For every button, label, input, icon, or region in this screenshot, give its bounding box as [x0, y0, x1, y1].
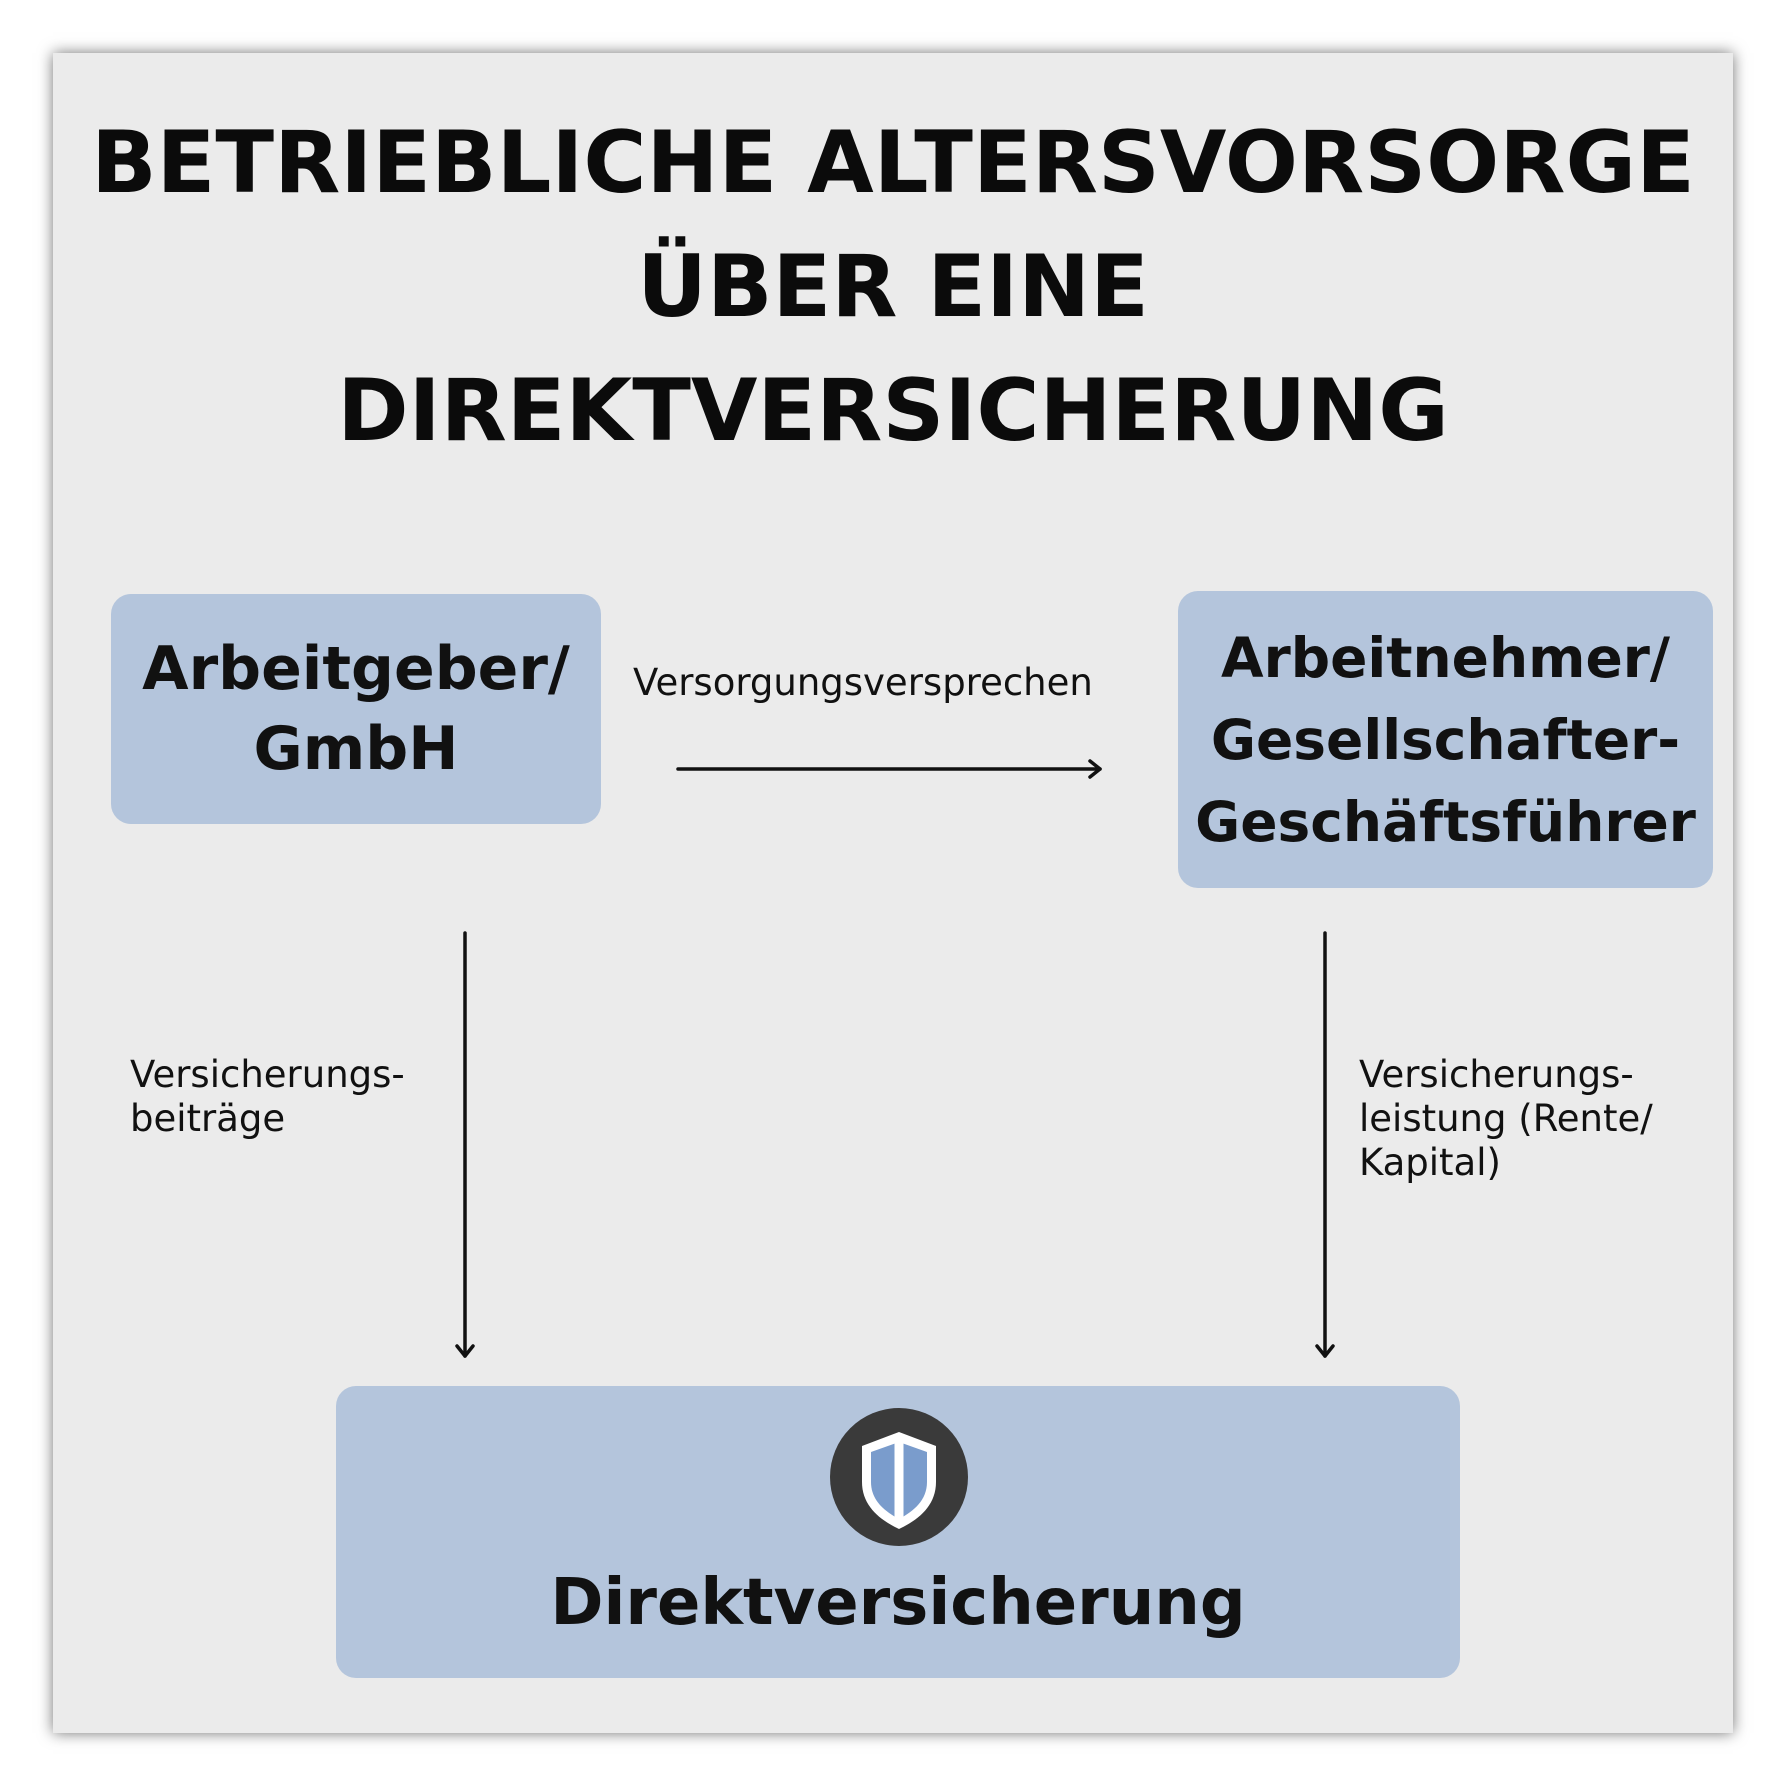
title-line-2: ÜBER EINE	[637, 237, 1149, 337]
employer-label-line-2: GmbH	[253, 714, 459, 784]
benefits-label-line-2: leistung (Rente/	[1359, 1097, 1653, 1140]
contributions-edge-label: Versicherungs- beiträge	[130, 1053, 405, 1141]
employee-label-line-1: Arbeitnehmer/	[1221, 625, 1670, 690]
promise-arrow	[676, 759, 1102, 779]
contributions-arrow	[455, 931, 475, 1358]
shield-icon	[830, 1408, 968, 1546]
title-line-3: DIREKTVERSICHERUNG	[337, 361, 1449, 461]
employee-label-line-3: Geschäftsführer	[1195, 789, 1696, 854]
benefits-edge-label: Versicherungs- leistung (Rente/ Kapital)	[1359, 1053, 1653, 1185]
page-title: BETRIEBLICHE ALTERSVORSORGE ÜBER EINE DI…	[53, 101, 1733, 473]
contributions-label-line-1: Versicherungs-	[130, 1053, 405, 1096]
promise-edge-label: Versorgungsversprechen	[633, 661, 1093, 705]
insurance-label: Direktversicherung	[550, 1566, 1246, 1640]
benefits-label-line-3: Kapital)	[1359, 1141, 1501, 1184]
promise-label-text: Versorgungsversprechen	[633, 661, 1093, 704]
diagram-card: BETRIEBLICHE ALTERSVORSORGE ÜBER EINE DI…	[53, 53, 1733, 1733]
employer-node: Arbeitgeber/ GmbH	[111, 594, 601, 824]
title-line-1: BETRIEBLICHE ALTERSVORSORGE	[91, 113, 1695, 213]
benefits-label-line-1: Versicherungs-	[1359, 1053, 1634, 1096]
employer-label-line-1: Arbeitgeber/	[142, 634, 570, 704]
employee-label-line-2: Gesellschafter-	[1210, 707, 1681, 772]
employee-node: Arbeitnehmer/ Gesellschafter- Geschäftsf…	[1178, 591, 1713, 888]
benefits-arrow	[1315, 931, 1335, 1358]
insurance-node: Direktversicherung	[336, 1386, 1460, 1678]
contributions-label-line-2: beiträge	[130, 1097, 286, 1140]
